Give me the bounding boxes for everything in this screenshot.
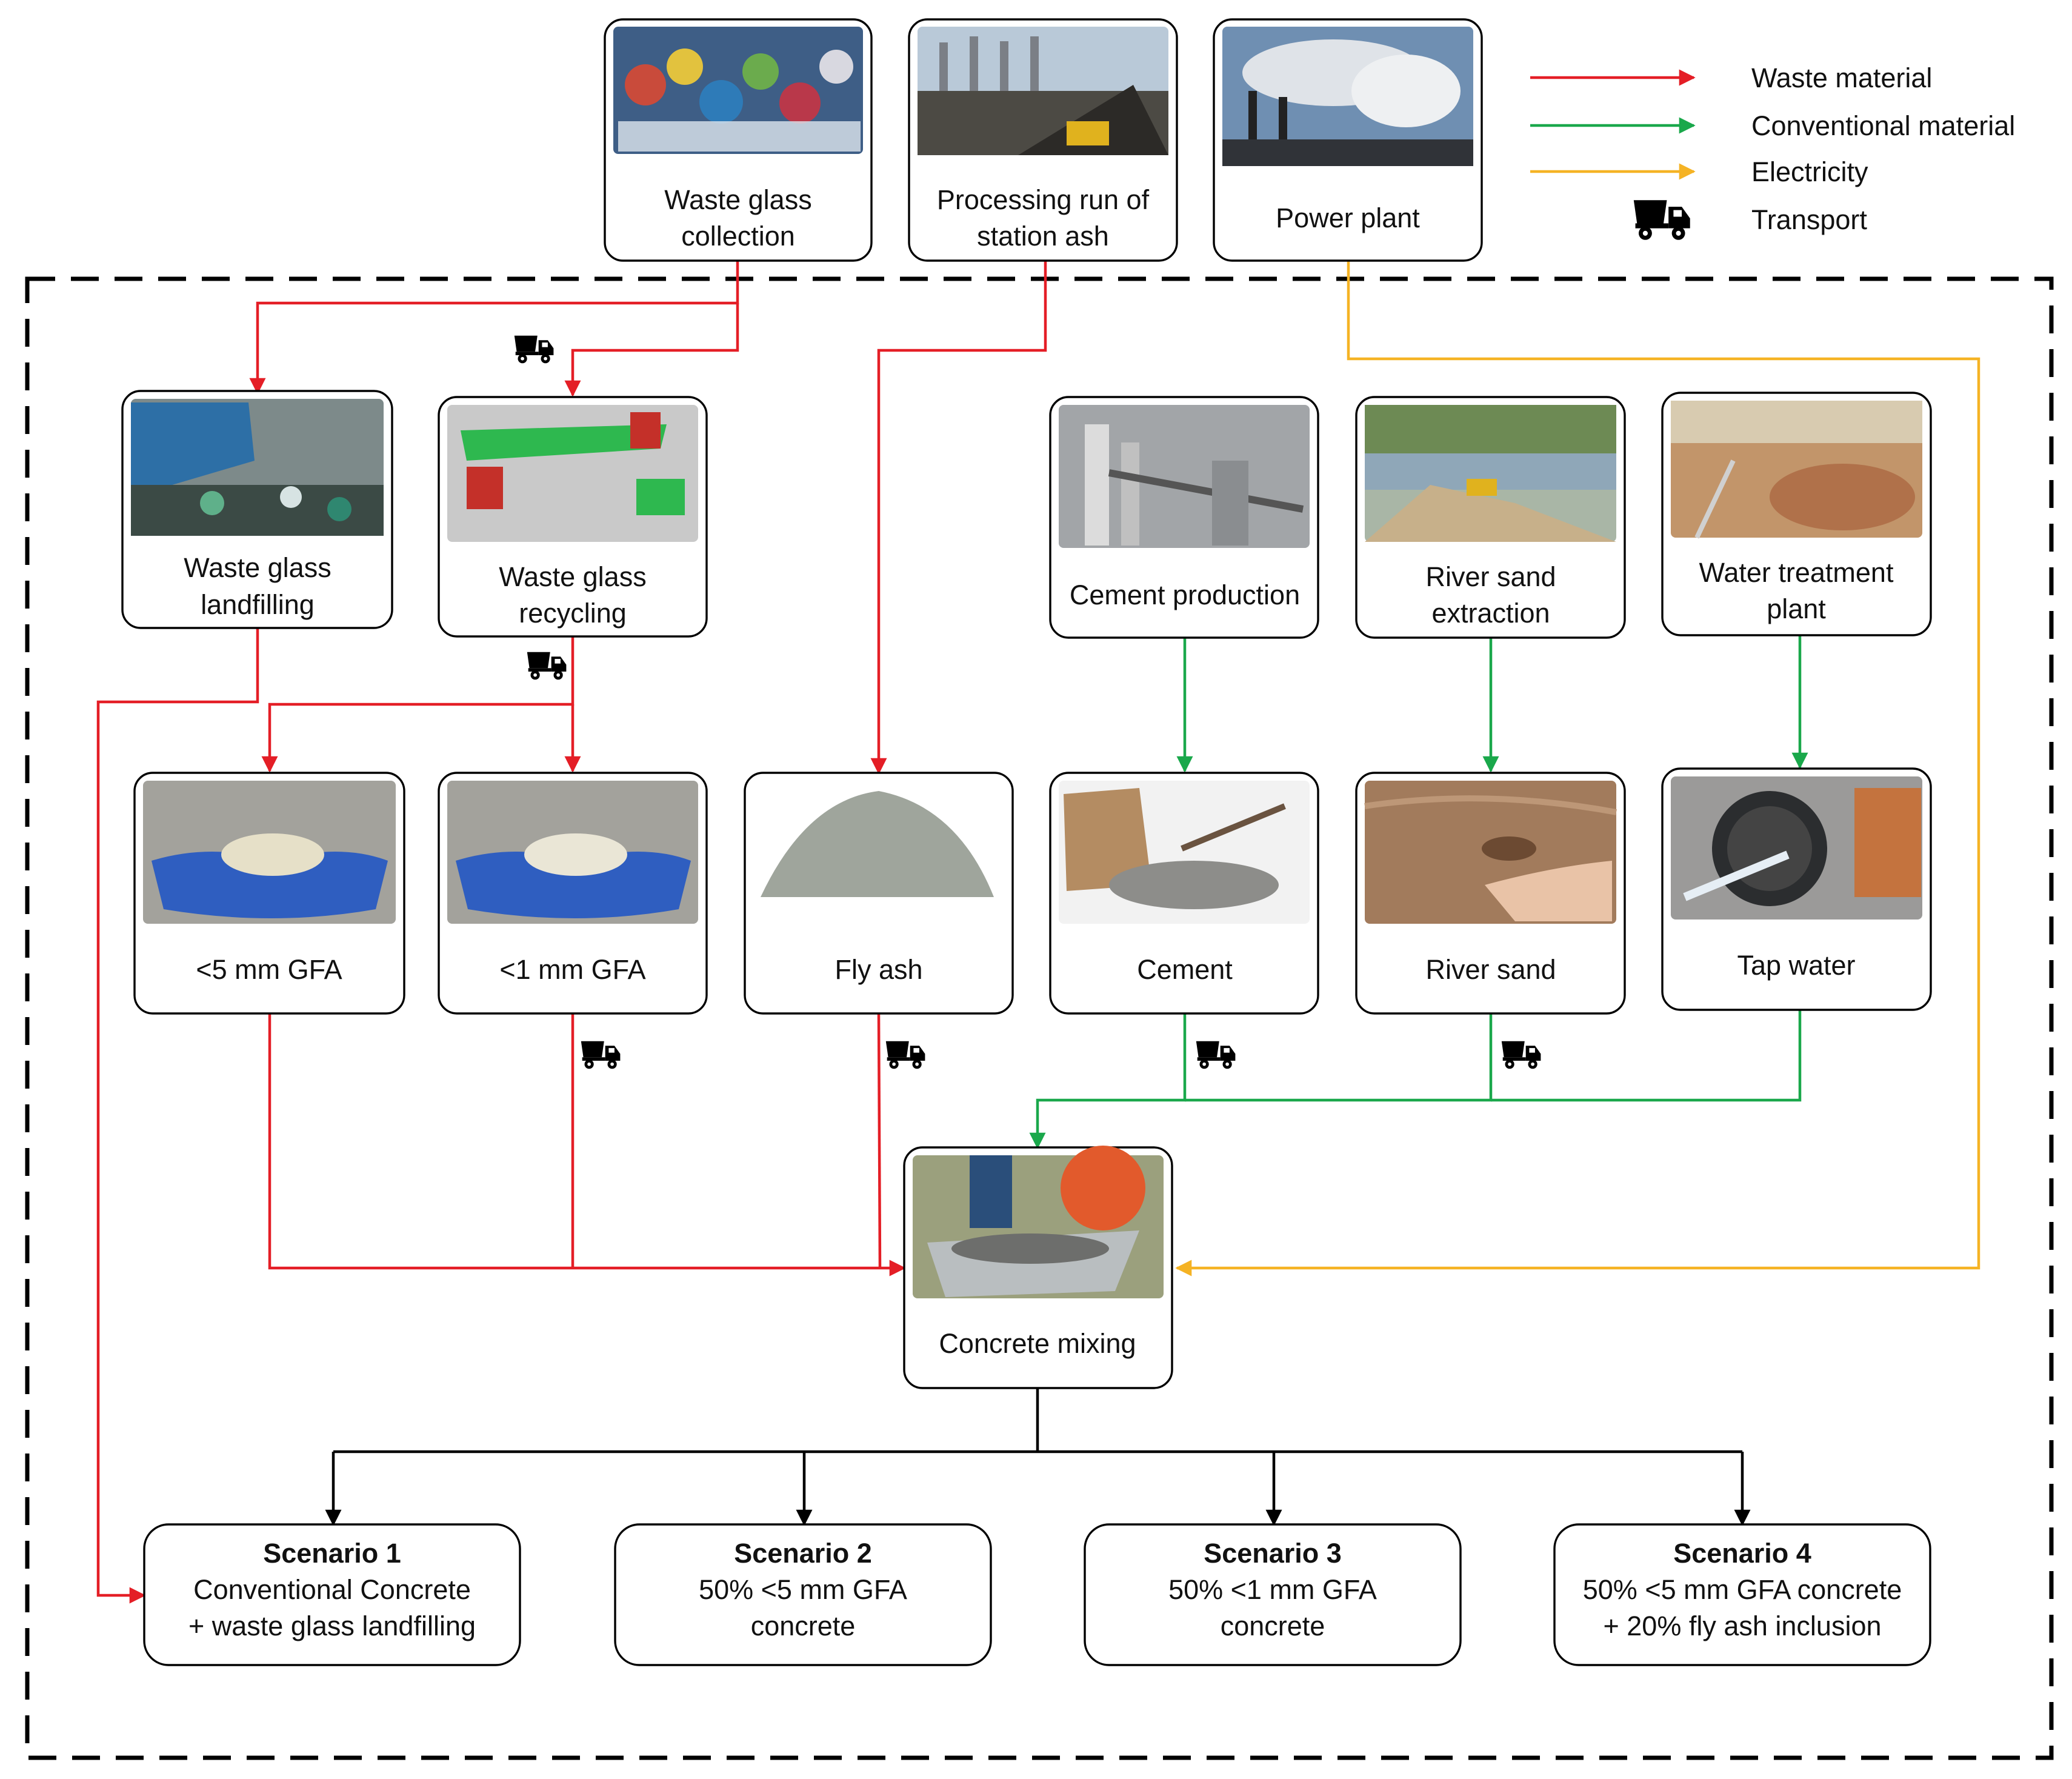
svg-text:extraction: extraction <box>1431 598 1550 629</box>
tap-water-photo <box>1671 776 1922 920</box>
svg-text:Scenario 1: Scenario 1 <box>263 1538 401 1569</box>
node-concrete-mixing: Concrete mixing <box>903 1146 1173 1389</box>
svg-text:+ 20% fly ash inclusion: + 20% fly ash inclusion <box>1603 1610 1881 1641</box>
recycling-machine-photo <box>447 405 698 542</box>
svg-text:plant: plant <box>1767 593 1826 624</box>
svg-text:Tap water: Tap water <box>1737 950 1855 981</box>
cement-plant-photo <box>1059 405 1310 548</box>
svg-text:50% <5 mm GFA concrete: 50% <5 mm GFA concrete <box>1583 1574 1902 1605</box>
node-ash-processing: Processing run of station ash <box>908 18 1178 262</box>
svg-text:Waste glass: Waste glass <box>499 561 646 592</box>
svg-text:Waste glass: Waste glass <box>184 552 331 583</box>
svg-text:Conventional Concrete: Conventional Concrete <box>193 1574 471 1605</box>
glass-bottles-photo <box>613 27 863 154</box>
svg-text:recycling: recycling <box>519 598 627 629</box>
svg-text:Scenario 3: Scenario 3 <box>1204 1538 1342 1569</box>
node-recycling: Waste glass recycling <box>438 396 708 638</box>
scenario-2: Scenario 2 50% <5 mm GFA concrete <box>614 1523 992 1666</box>
connectors <box>96 261 1980 1604</box>
water-treatment-photo <box>1671 401 1922 539</box>
node-gfa-5mm: <5 mm GFA <box>133 772 405 1015</box>
node-fly-ash: Fly ash <box>744 772 1014 1015</box>
glove-gfa-photo <box>143 781 396 924</box>
legend-conventional: Conventional material <box>1751 110 2015 141</box>
svg-text:River sand: River sand <box>1425 954 1556 985</box>
node-power-plant: Power plant <box>1213 18 1483 262</box>
svg-text:collection: collection <box>681 221 795 252</box>
svg-text:Cement production: Cement production <box>1070 579 1300 610</box>
svg-text:50% <1 mm GFA: 50% <1 mm GFA <box>1168 1574 1377 1605</box>
svg-text:concrete: concrete <box>1221 1610 1325 1641</box>
scenario-3: Scenario 3 50% <1 mm GFA concrete <box>1084 1523 1462 1666</box>
svg-text:Fly ash: Fly ash <box>834 954 922 985</box>
scenario-1: Scenario 1 Conventional Concrete + waste… <box>143 1523 521 1666</box>
scenario-4: Scenario 4 50% <5 mm GFA concrete + 20% … <box>1553 1523 1931 1666</box>
dump-truck-icon <box>527 652 567 680</box>
svg-text:concrete: concrete <box>751 1610 856 1641</box>
svg-text:Waste glass: Waste glass <box>664 184 811 215</box>
dump-truck-icon <box>581 1041 621 1069</box>
node-river-sand: River sand <box>1355 772 1626 1015</box>
svg-text:Processing run of: Processing run of <box>937 184 1150 215</box>
node-water-treatment: Water treatment plant <box>1661 392 1932 636</box>
svg-text:50% <5 mm GFA: 50% <5 mm GFA <box>699 1574 907 1605</box>
dump-truck-icon <box>514 335 554 364</box>
landfill-photo <box>131 399 384 536</box>
glove-gfa-fine-photo <box>447 781 698 924</box>
svg-text:Scenario 2: Scenario 2 <box>734 1538 872 1569</box>
svg-text:River sand: River sand <box>1425 561 1556 592</box>
node-cement-production: Cement production <box>1049 396 1319 639</box>
concrete-mixing-photo <box>913 1146 1164 1298</box>
svg-text:+ waste glass landfilling: + waste glass landfilling <box>188 1610 476 1641</box>
sand-extraction-photo <box>1365 405 1616 542</box>
node-sand-extraction: River sand extraction <box>1355 396 1626 639</box>
svg-text:Concrete mixing: Concrete mixing <box>939 1328 1136 1359</box>
svg-text:station ash: station ash <box>977 221 1109 252</box>
svg-text:landfilling: landfilling <box>201 589 315 620</box>
cement-bag-photo <box>1059 781 1310 924</box>
power-plant-photo <box>1222 27 1473 166</box>
node-glass-collection: Waste glass collection <box>604 18 873 262</box>
node-tap-water: Tap water <box>1661 767 1932 1011</box>
svg-text:Water treatment: Water treatment <box>1699 557 1894 588</box>
svg-text:Scenario 4: Scenario 4 <box>1673 1538 1811 1569</box>
dump-truck-icon <box>1633 200 1690 240</box>
fly-ash-pile-photo <box>753 781 1004 924</box>
legend-waste: Waste material <box>1751 62 1932 93</box>
legend-electricity: Electricity <box>1751 156 1868 187</box>
node-gfa-1mm: <1 mm GFA <box>438 772 708 1015</box>
svg-text:<5 mm GFA: <5 mm GFA <box>196 954 342 985</box>
dump-truck-icon <box>1196 1041 1236 1069</box>
node-cement: Cement <box>1049 772 1319 1015</box>
dump-truck-icon <box>885 1041 925 1069</box>
svg-text:Cement: Cement <box>1137 954 1233 985</box>
svg-text:<1 mm GFA: <1 mm GFA <box>499 954 645 985</box>
ash-plant-photo <box>918 27 1168 155</box>
dump-truck-icon <box>1501 1041 1541 1069</box>
system-boundary <box>25 276 2054 1760</box>
svg-text:Power plant: Power plant <box>1276 202 1420 233</box>
node-landfilling: Waste glass landfilling <box>121 390 393 629</box>
river-sand-photo <box>1364 781 1617 924</box>
legend: Waste material Conventional material Ele… <box>1530 62 2015 240</box>
legend-transport: Transport <box>1751 204 1867 235</box>
